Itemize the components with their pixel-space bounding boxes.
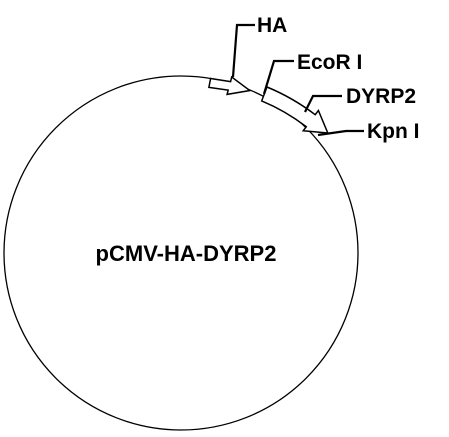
dyrp2-label: DYRP2 [346, 85, 416, 108]
dyrp2-feature-arrow [260, 86, 329, 134]
ha-label: HA [257, 14, 287, 37]
ecori-label: EcoR I [297, 51, 362, 74]
ha-leader-line [231, 23, 255, 78]
plasmid-backbone [3, 75, 359, 431]
plasmid-name-label: pCMV-HA-DYRP2 [96, 241, 277, 266]
ha-feature-arrow [208, 75, 252, 96]
ecori-leader-line [262, 59, 294, 95]
kpni-label: Kpn I [367, 120, 420, 143]
dyrp2-leader-line [304, 94, 342, 113]
kpni-leader-line [317, 129, 364, 137]
